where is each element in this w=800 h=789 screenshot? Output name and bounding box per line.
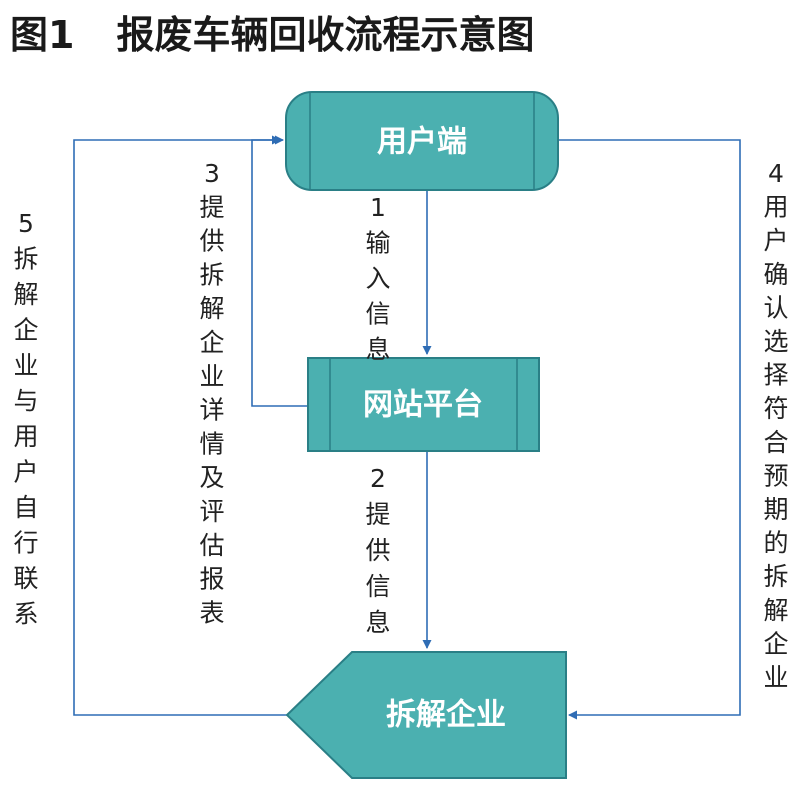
- node-platform: 网站平台: [307, 357, 540, 452]
- node-dismantler-label: 拆解企业: [386, 698, 506, 733]
- figure-title: 图1 报废车辆回收流程示意图: [10, 6, 534, 64]
- edge-4-line: [558, 139, 741, 720]
- node-user: 用户端: [285, 91, 559, 191]
- edge-5-line: [73, 135, 287, 716]
- node-dismantler: 拆解企业: [285, 651, 567, 779]
- figure-number: 图1: [10, 13, 75, 57]
- node-user-label: 用户端: [377, 125, 467, 160]
- figure-title-text: 报废车辆回收流程示意图: [116, 13, 535, 57]
- node-platform-label: 网站平台: [363, 388, 483, 423]
